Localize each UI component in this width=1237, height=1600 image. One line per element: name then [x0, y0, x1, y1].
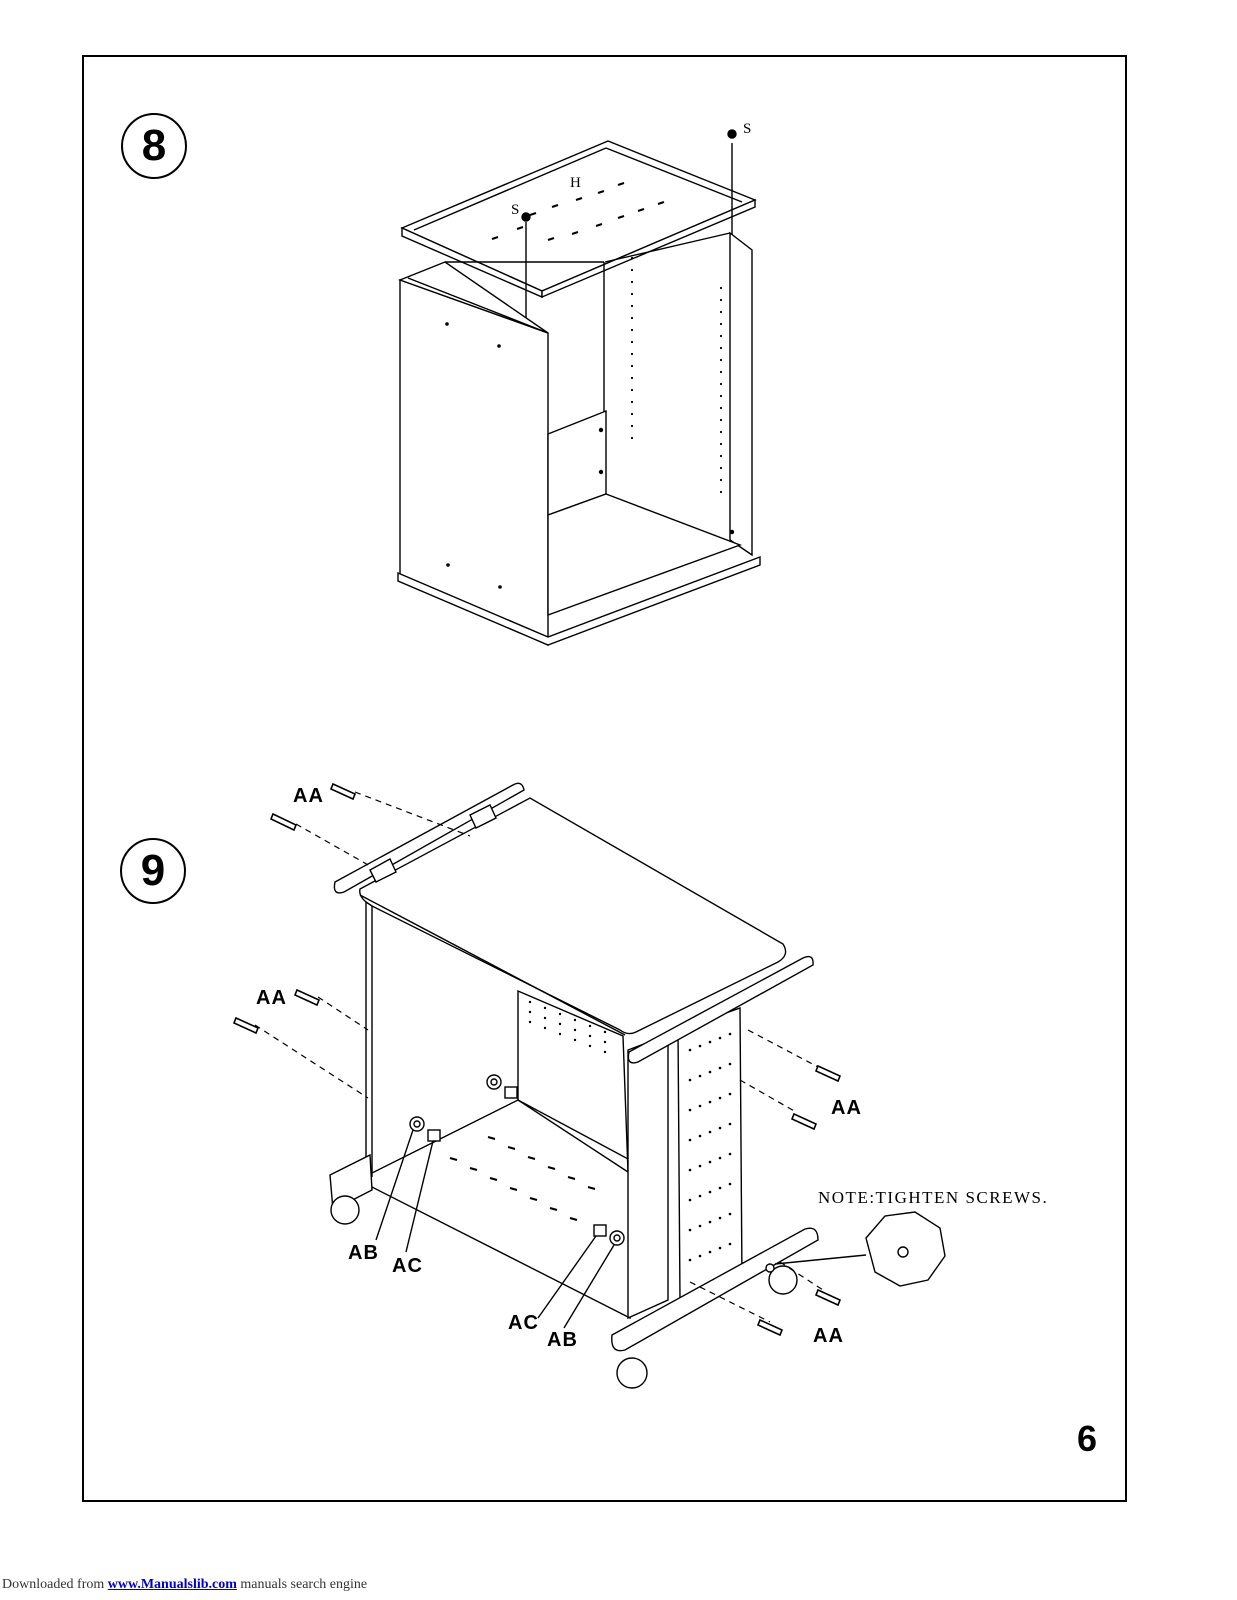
step-8-drawing — [397, 129, 761, 647]
aa-label-top: AA — [293, 785, 324, 807]
ac-label-left: AC — [392, 1255, 423, 1277]
ab-label-right: AB — [547, 1329, 578, 1351]
aa-label-left: AA — [256, 987, 287, 1009]
page-number: 6 — [1076, 1418, 1097, 1459]
step-8-badge: 8 — [121, 113, 187, 179]
step-9-drawing — [232, 782, 946, 1389]
step-9-number: 9 — [140, 846, 166, 895]
screw-s-label-top: S — [743, 121, 752, 137]
aa-label-right-lower: AA — [813, 1325, 844, 1347]
aa-label-right-upper: AA — [831, 1097, 862, 1119]
screw-s-label-left: S — [511, 202, 520, 218]
footer-suffix: manuals search engine — [236, 1577, 368, 1592]
ac-label-right: AC — [508, 1312, 539, 1334]
tighten-screws-note: NOTE:TIGHTEN SCREWS. — [818, 1188, 1049, 1207]
ab-label-left: AB — [348, 1242, 379, 1264]
step-9-badge: 9 — [120, 838, 186, 904]
manualslib-link[interactable]: www.Manualslib.com — [107, 1577, 237, 1592]
step-8-number: 8 — [141, 121, 167, 170]
footer-prefix: Downloaded from — [2, 1577, 108, 1592]
top-panel-h-label: H — [570, 175, 581, 191]
page-frame — [82, 55, 1127, 1502]
download-footer: Downloaded from www.Manualslib.com manua… — [2, 1577, 367, 1593]
